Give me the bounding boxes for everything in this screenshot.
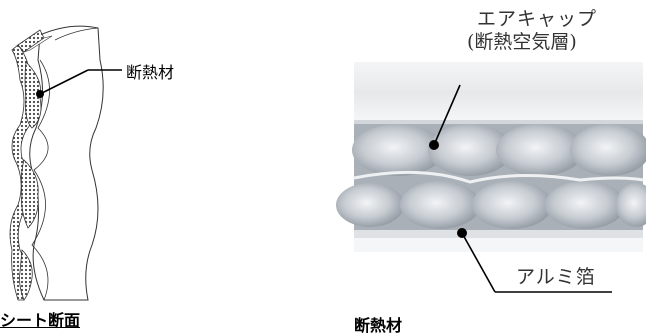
sheet-cross-section-illustration [9, 25, 104, 301]
sheet-cross-section-caption: シート断面 [0, 311, 81, 330]
insulation-callout-label: 断熱材 [126, 63, 175, 82]
air-cap-callout-leader [429, 84, 461, 150]
insulation-photo [336, 62, 646, 252]
insulation-caption: 断熱材 [354, 316, 403, 335]
aluminum-foil-callout-leader [457, 228, 612, 293]
insulation-callout-leader [36, 69, 122, 98]
air-cap-label-line2: (断熱空気層) [467, 31, 577, 53]
air-cap-label-line1: エアキャップ [477, 8, 598, 30]
aluminum-foil-label: アルミ箔 [516, 266, 596, 288]
